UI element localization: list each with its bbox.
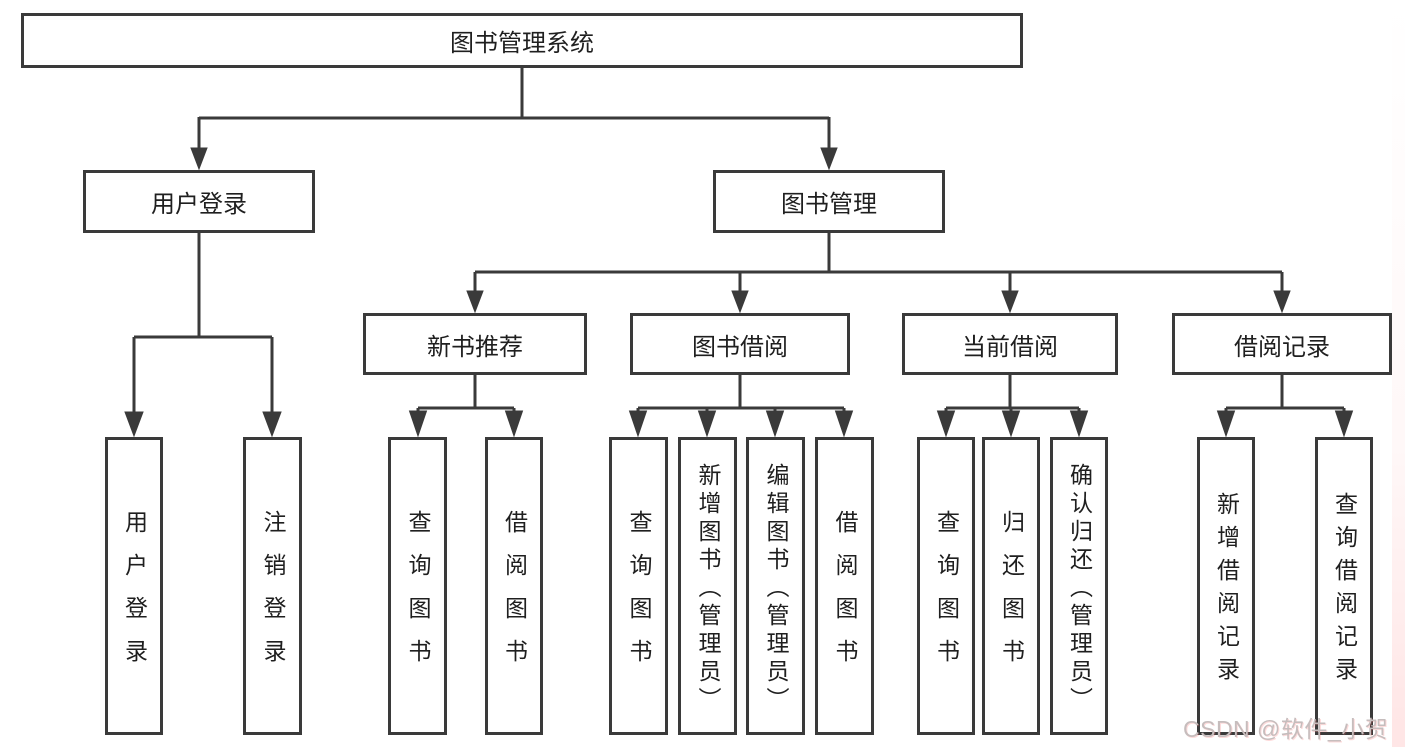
node-book-management: 图书管理 [713,170,945,233]
node-label: 查询借阅记录 [1331,492,1358,690]
arrowhead-leaf-logout [262,411,282,438]
arrowhead-leaf [1216,410,1236,438]
node-label: 查询图书 [933,510,960,682]
connector-root-to-level2 [197,68,831,150]
node-user-login: 用户登录 [83,170,315,233]
node-book-borrow: 图书借阅 [630,313,850,375]
leaf-query-borrow-record: 查询借阅记录 [1315,437,1373,735]
leaf-edit-books-admin: 编辑图书（管理员） [746,437,805,735]
node-label: 新增图书（管理员） [695,462,721,715]
node-label: 当前借阅 [962,333,1058,361]
arrowhead-user-login [190,147,208,171]
leaf-borrow-books: 借阅图书 [485,437,543,735]
node-current-borrow: 当前借阅 [902,313,1118,375]
node-label: 确认归还（管理员） [1066,462,1093,715]
arrowhead-borrow-records [1273,290,1291,314]
connector-book-borrow-branch [636,375,846,413]
arrowhead-leaf [1334,410,1354,438]
arrowhead-leaf [504,410,524,438]
connector-current-borrow-branch [944,375,1081,413]
node-label: 图书管理 [781,191,877,218]
node-label: 用户登录 [121,510,148,682]
arrowhead-leaf [408,410,428,438]
node-label: 查询图书 [626,510,652,682]
arrowhead-leaf [1001,410,1021,438]
arrowhead-current-borrow [1001,290,1019,314]
connector-user-login-branch [132,233,274,414]
node-label: 归还图书 [998,510,1025,682]
arrowhead-leaf [1069,410,1089,438]
leaf-user-login: 用户登录 [105,437,163,735]
node-borrow-records: 借阅记录 [1172,313,1392,375]
arrowhead-leaf [936,410,956,438]
arrowhead-leaf [628,410,648,438]
leaf-add-borrow-record: 新增借阅记录 [1197,437,1255,735]
arrowhead-leaf [834,410,854,438]
node-label: 借阅图书 [832,510,858,682]
arrowhead-book-borrow [731,290,749,314]
connector-new-books-branch [416,375,516,413]
leaf-query-books: 查询图书 [917,437,975,735]
arrowhead-book-mgmt [820,147,838,171]
arrowhead-new-books [466,290,484,314]
leaf-confirm-return-admin: 确认归还（管理员） [1050,437,1108,735]
node-label: 注销登录 [260,510,286,682]
leaf-borrow-books: 借阅图书 [815,437,874,735]
leaf-query-books: 查询图书 [609,437,668,735]
node-label: 借阅图书 [501,510,528,682]
node-label: 新增借阅记录 [1213,492,1240,690]
node-label: 图书管理系统 [450,30,594,57]
leaf-logout: 注销登录 [243,437,302,735]
arrowhead-leaf-login [124,411,144,438]
node-system-root: 图书管理系统 [21,13,1023,68]
node-label: 编辑图书（管理员） [763,462,789,715]
node-label: 借阅记录 [1234,333,1330,361]
connector-borrow-records-branch [1224,375,1346,413]
leaf-add-books-admin: 新增图书（管理员） [678,437,737,735]
node-label: 用户登录 [151,191,247,218]
leaf-query-books: 查询图书 [388,437,447,735]
node-label: 图书借阅 [692,333,788,361]
connector-book-mgmt-branch [473,233,1284,293]
csdn-watermark: CSDN @软件_小贺同学 [1183,716,1389,742]
arrowhead-leaf [697,410,717,438]
node-label: 新书推荐 [427,333,523,361]
arrowhead-leaf [765,410,785,438]
leaf-return-books: 归还图书 [982,437,1040,735]
node-label: 查询图书 [405,510,431,682]
node-new-book-recommend: 新书推荐 [363,313,587,375]
